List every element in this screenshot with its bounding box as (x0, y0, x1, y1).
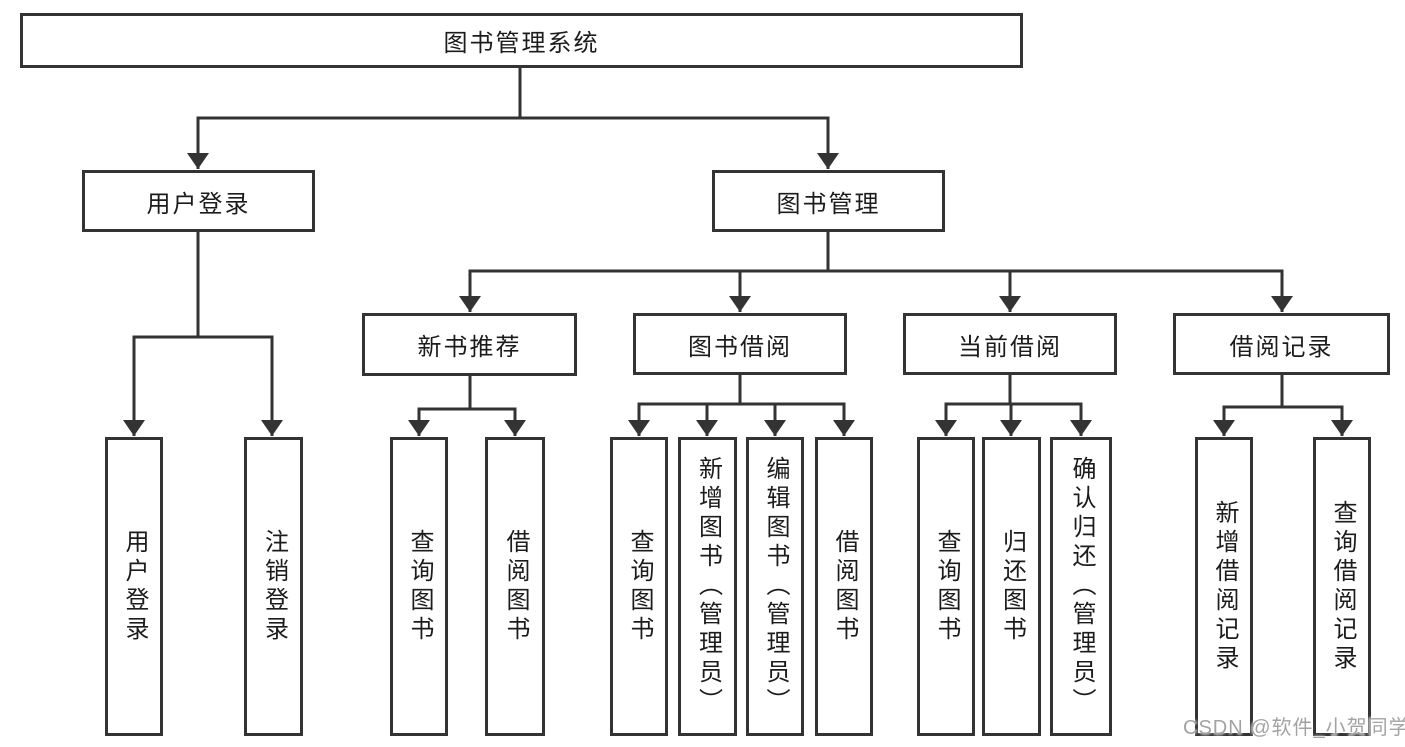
branch-lines (132, 68, 1344, 411)
leaf-add-books-admin: 新增图书（管理员） (678, 437, 737, 736)
node-label: 借阅记录 (1229, 333, 1334, 361)
leaf-query-books-current: 查询图书 (917, 437, 975, 736)
leaf-add-borrow-record: 新增借阅记录 (1195, 437, 1253, 736)
leaf-return-books: 归还图书 (982, 437, 1041, 736)
node-label: 借阅图书 (502, 528, 529, 645)
node-label: 查询图书 (406, 528, 433, 645)
node-label: 图书管理系统 (443, 30, 600, 57)
node-label: 注销登录 (260, 528, 288, 645)
node-label: 新增借阅记录 (1211, 499, 1238, 674)
leaf-borrow-books-recommend: 借阅图书 (485, 437, 545, 736)
node-label: 确认归还（管理员） (1068, 456, 1095, 717)
node-label: 查询图书 (933, 528, 960, 645)
node-label: 借阅图书 (831, 528, 858, 645)
leaf-user-login: 用户登录 (105, 437, 163, 736)
node-label: 用户登录 (146, 190, 251, 218)
leaf-query-borrow-record: 查询借阅记录 (1313, 437, 1371, 736)
node-label: 新书推荐 (417, 334, 522, 361)
leaf-edit-books-admin: 编辑图书（管理员） (746, 437, 804, 736)
node-label: 编辑图书（管理员） (762, 456, 789, 717)
node-label: 图书借阅 (688, 333, 792, 361)
leaf-confirm-return-admin: 确认归还（管理员） (1050, 437, 1112, 736)
node-label: 当前借阅 (958, 333, 1062, 361)
node-book-borrow: 图书借阅 (633, 313, 847, 375)
leaf-query-books-recommend: 查询图书 (390, 437, 448, 736)
node-label: 图书管理 (776, 190, 881, 218)
node-new-book-recommend: 新书推荐 (362, 313, 577, 376)
node-label: 查询借阅记录 (1329, 499, 1356, 674)
node-library-management-system: 图书管理系统 (20, 13, 1023, 68)
leaf-query-books-borrow: 查询图书 (610, 437, 668, 736)
node-label: 用户登录 (121, 528, 148, 645)
node-label: 归还图书 (998, 528, 1026, 645)
node-label: 查询图书 (626, 528, 653, 645)
leaf-logout: 注销登录 (244, 437, 303, 736)
arrow-lines (123, 118, 1353, 436)
leaf-borrow-books: 借阅图书 (815, 437, 873, 736)
node-current-borrow: 当前借阅 (903, 313, 1117, 375)
node-user-login: 用户登录 (82, 170, 315, 232)
node-borrow-records: 借阅记录 (1173, 313, 1390, 375)
node-label: 新增图书（管理员） (694, 456, 722, 717)
node-book-management: 图书管理 (712, 170, 945, 232)
csdn-watermark: CSDN @软件_小贺同学 (1183, 717, 1405, 739)
